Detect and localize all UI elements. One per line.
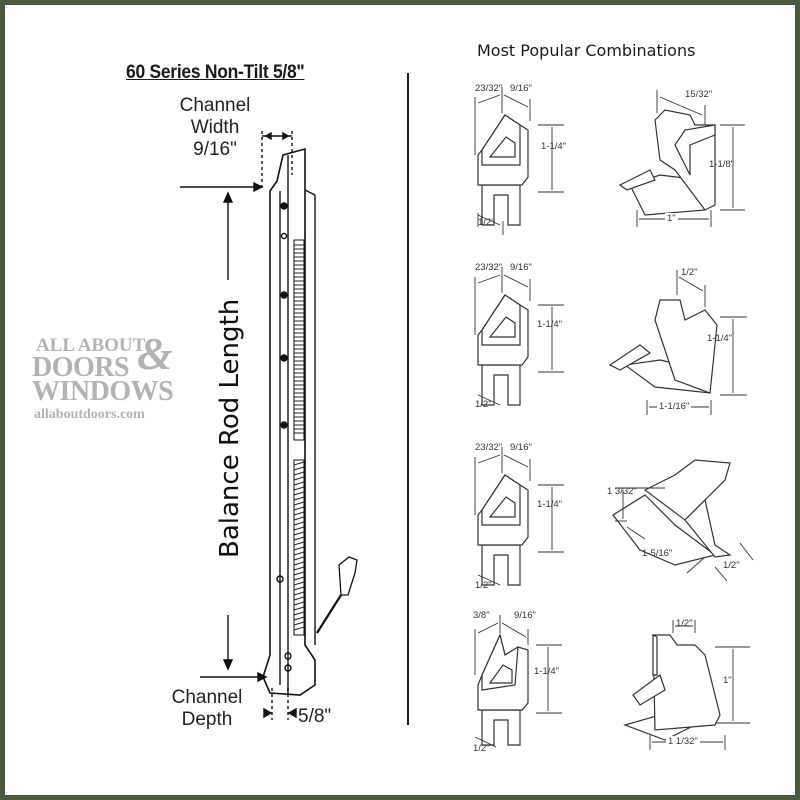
watermark-line2: DOORS [32, 352, 130, 383]
cam-part-drawing [608, 270, 747, 415]
channel-width-label-line2: Width [190, 117, 240, 138]
channel-depth-label-line2: Depth [181, 709, 233, 730]
dim-top: 1/2" [676, 618, 693, 629]
dim-width: 1 1/32" [666, 736, 700, 747]
dim-bottom: 1/2" [473, 743, 490, 754]
dim-top-left: 23/32" [475, 83, 503, 94]
channel-width-label-line1: Channel [179, 95, 251, 116]
page-title: 60 Series Non-Tilt 5/8" [126, 62, 305, 83]
dim-top-left: 23/32" [475, 262, 503, 273]
channel-depth-label-line1: Channel [171, 687, 243, 708]
dim-bottom: 1/2" [475, 580, 492, 591]
watermark-line1: ALL ABOUT [36, 335, 146, 356]
channel-depth-value: 5/8" [298, 706, 332, 727]
shoe-part-drawing [474, 267, 564, 406]
section-divider [407, 73, 409, 725]
channel-depth-label: Channel Depth [165, 687, 249, 731]
dim-top: 15/32" [685, 89, 713, 100]
dim-top-left: 23/32" [475, 442, 503, 453]
cam-part-drawing [618, 90, 745, 227]
dim-width: 1-1/16" [657, 401, 692, 412]
shoe-part-drawing [474, 615, 562, 748]
dim-top: 1/2" [681, 267, 698, 278]
dim-width: 1/2" [723, 560, 740, 571]
dim-top-right: 9/16" [514, 610, 536, 621]
dim-height: 1-1/8" [709, 159, 735, 170]
dim-top-left: 3/8" [473, 610, 490, 621]
dim-bottom: 1/2" [478, 217, 495, 228]
dim-bottom: 1/2" [475, 399, 492, 410]
dim-height: 1-1/4" [537, 499, 563, 510]
watermark-ampersand: & [137, 328, 173, 379]
dim-height: 1" [723, 675, 732, 686]
dim-height: 1-1/4" [541, 141, 567, 152]
dim-top-right: 9/16" [510, 262, 532, 273]
combinations-title: Most Popular Combinations [477, 41, 696, 60]
dim-height: 1-1/4" [534, 666, 560, 677]
dim-length: 1-5/16" [642, 548, 673, 559]
cam-part-drawing [612, 459, 754, 582]
dim-height: 1-1/4" [707, 333, 733, 344]
cam-part-drawing [623, 620, 750, 750]
channel-width-value: 9/16" [193, 139, 237, 160]
watermark-url: allaboutdoors.com [34, 407, 145, 422]
dim-height: 1 3/32" [607, 486, 637, 497]
shoe-part-drawing [474, 87, 564, 235]
shoe-part-drawing [474, 447, 564, 586]
dim-top-right: 9/16" [510, 442, 532, 453]
channel-width-label: Channel Width 9/16" [175, 95, 255, 161]
dim-height: 1-1/4" [537, 319, 563, 330]
dim-top-right: 9/16" [510, 83, 532, 94]
watermark-line3: WINDOWS [32, 376, 174, 407]
balance-rod-drawing [180, 131, 358, 720]
diagram-frame: 60 Series Non-Tilt 5/8" Channel Width 9/… [5, 5, 795, 795]
dim-width: 1" [665, 213, 678, 224]
